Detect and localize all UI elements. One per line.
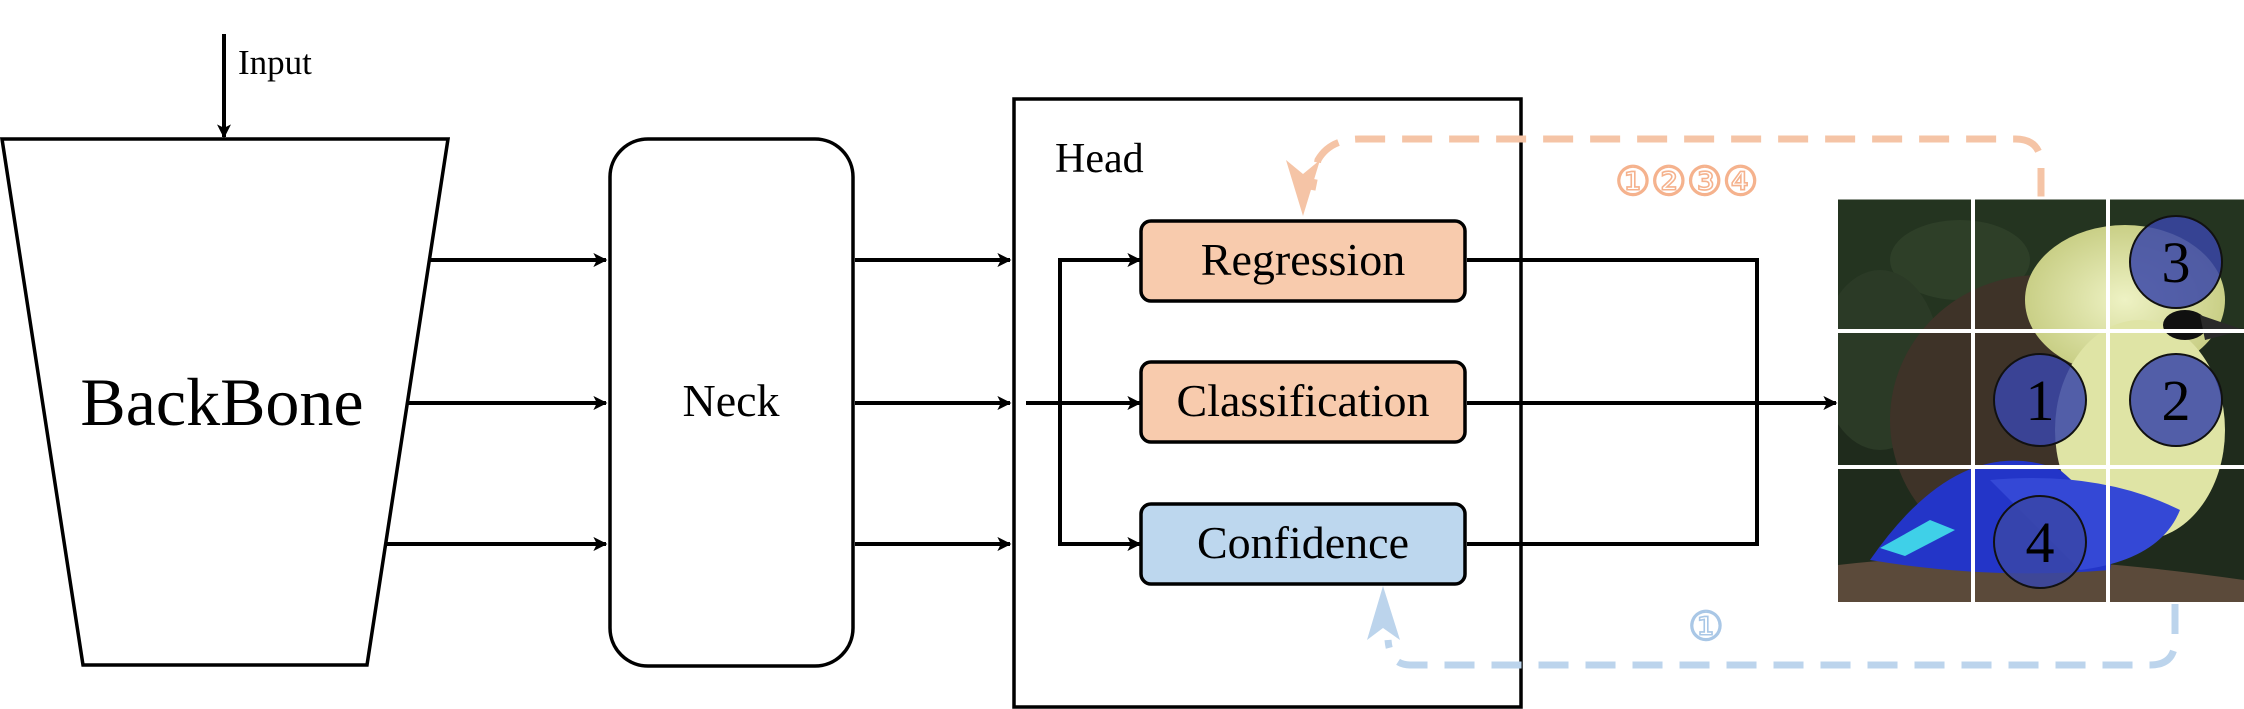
orange-steps-label: ①②③④ bbox=[1615, 159, 1758, 205]
regression-output-line bbox=[1467, 258, 1759, 403]
backbone-label: BackBone bbox=[80, 364, 363, 440]
blue-steps-label: ① bbox=[1688, 604, 1724, 650]
svg-text:3: 3 bbox=[2162, 230, 2191, 295]
confidence-feedback-arrowhead bbox=[1367, 586, 1400, 640]
regression-feedback-dashed-path bbox=[1308, 135, 2045, 198]
neck-label: Neck bbox=[682, 375, 779, 426]
svg-text:1: 1 bbox=[2026, 368, 2055, 433]
head-label: Head bbox=[1055, 136, 1144, 182]
grid-cell-marker-2: 2 bbox=[2129, 353, 2223, 447]
regression-box bbox=[1139, 219, 1467, 303]
confidence-box bbox=[1139, 502, 1467, 586]
head-branch-top bbox=[1058, 253, 1142, 403]
regression-label: Regression bbox=[1201, 234, 1405, 285]
input-label: Input bbox=[238, 43, 312, 82]
svg-text:4: 4 bbox=[2026, 510, 2055, 575]
confidence-output-line bbox=[1467, 403, 1759, 546]
classification-label: Classification bbox=[1177, 375, 1430, 426]
grid-cell-marker-3: 3 bbox=[2129, 215, 2223, 309]
confidence-feedback-dashed-path bbox=[1384, 604, 2179, 669]
confidence-label: Confidence bbox=[1197, 517, 1409, 568]
neck-block bbox=[608, 137, 855, 668]
regression-feedback-arrowhead bbox=[1286, 160, 1320, 216]
backbone-block bbox=[0, 137, 451, 667]
grid-cell-marker-1: 1 bbox=[1993, 353, 2087, 447]
classification-box bbox=[1139, 360, 1467, 444]
grid-cell-marker-4: 4 bbox=[1993, 495, 2087, 589]
svg-text:2: 2 bbox=[2162, 368, 2191, 433]
head-branch-bottom bbox=[1058, 403, 1142, 551]
bird-image-grid: 3 1 2 4 bbox=[1838, 196, 2244, 602]
